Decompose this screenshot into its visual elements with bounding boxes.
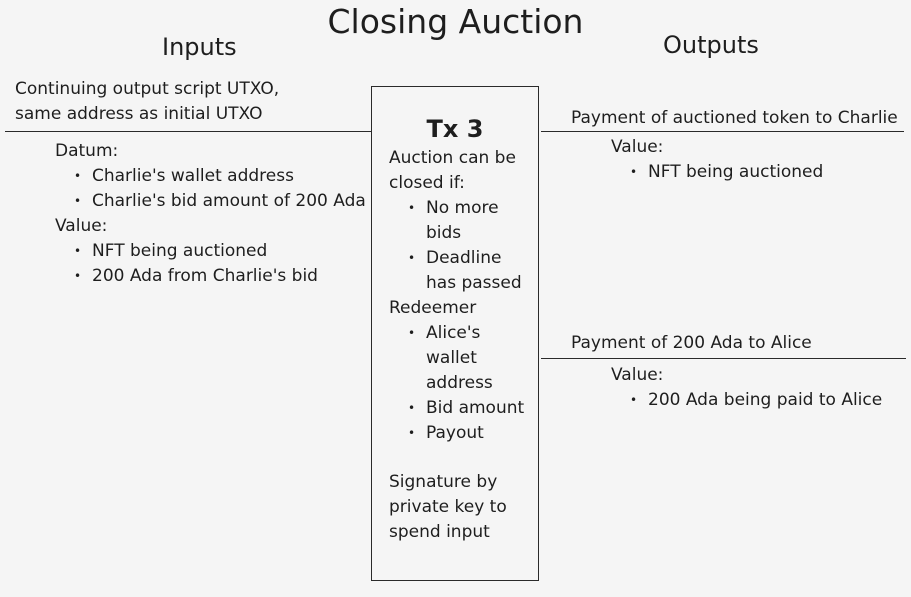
datum-label: Datum: — [55, 141, 119, 161]
condition-item: No more bids — [389, 196, 526, 246]
diagram-title: Closing Auction — [327, 2, 584, 41]
outputs-heading: Outputs — [663, 31, 759, 59]
transaction-details: Auction can be closed if: No more bids D… — [389, 146, 537, 545]
condition-intro: Auction can be closed if: — [389, 148, 516, 193]
transaction-title: Tx 3 — [426, 115, 484, 143]
input-details: Datum: Charlie's wallet address Charlie'… — [55, 139, 366, 289]
datum-list: Charlie's wallet address Charlie's bid a… — [55, 164, 366, 214]
inputs-heading: Inputs — [162, 33, 237, 61]
redeemer-item: Payout — [389, 421, 526, 446]
output1-details: Value: NFT being auctioned — [611, 135, 823, 185]
output2-value-list: 200 Ada being paid to Alice — [611, 388, 882, 413]
redeemer-list: Alice's wallet address Bid amount Payout — [389, 321, 537, 446]
input-value-label: Value: — [55, 216, 108, 236]
input-utxo-line2: same address as initial UTXO — [15, 104, 263, 124]
output2-value-label: Value: — [611, 365, 664, 385]
redeemer-item: Bid amount — [389, 396, 526, 421]
input-utxo-line1: Continuing output script UTXO, — [15, 79, 280, 99]
redeemer-label: Redeemer — [389, 298, 477, 318]
datum-item: Charlie's wallet address — [55, 164, 366, 189]
condition-item: Deadline has passed — [389, 246, 526, 296]
signature-note: Signature by private key to spend input — [389, 472, 507, 542]
output2-label: Payment of 200 Ada to Alice — [571, 333, 812, 353]
output1-value-label: Value: — [611, 137, 664, 157]
condition-list: No more bids Deadline has passed — [389, 196, 537, 296]
input-value-item: NFT being auctioned — [55, 239, 366, 264]
output2-connector-line — [541, 358, 906, 359]
output2-value-item: 200 Ada being paid to Alice — [611, 388, 882, 413]
input-value-item: 200 Ada from Charlie's bid — [55, 264, 366, 289]
input-connector-line — [5, 131, 371, 132]
input-value-list: NFT being auctioned 200 Ada from Charlie… — [55, 239, 366, 289]
datum-item: Charlie's bid amount of 200 Ada — [55, 189, 366, 214]
output1-value-list: NFT being auctioned — [611, 160, 823, 185]
redeemer-item: Alice's wallet address — [389, 321, 506, 396]
output1-connector-line — [541, 131, 904, 132]
transaction-box: Tx 3 Auction can be closed if: No more b… — [371, 86, 539, 581]
output2-details: Value: 200 Ada being paid to Alice — [611, 363, 882, 413]
output1-value-item: NFT being auctioned — [611, 160, 823, 185]
output1-label: Payment of auctioned token to Charlie — [571, 108, 898, 128]
